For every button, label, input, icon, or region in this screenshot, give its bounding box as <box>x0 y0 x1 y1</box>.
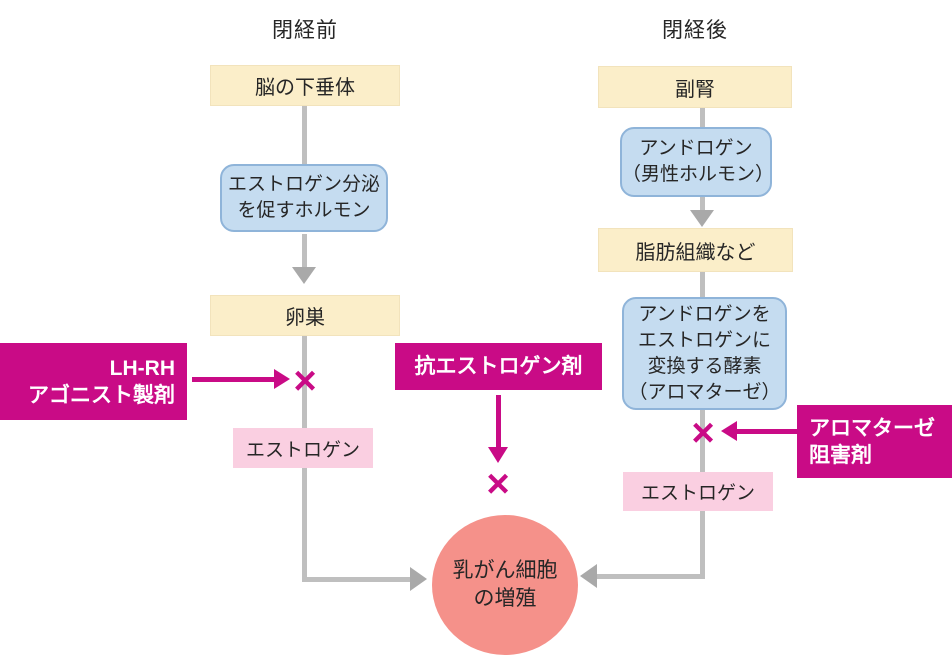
cancer-cell-circle: 乳がん細胞 の増殖 <box>432 515 578 655</box>
aromatase-box: アンドロゲンを エストロゲンに 変換する酵素 （アロマターゼ） <box>622 297 787 410</box>
flow-line-adipose-aromatase <box>700 272 705 297</box>
block-cross-left: × <box>293 359 317 403</box>
aromatase-line2: エストロゲンに <box>637 329 771 351</box>
block-cross-right: × <box>691 411 715 455</box>
flow-line-aromatase-estrogen <box>700 410 705 472</box>
anti-estrogen-box: 抗エストロゲン剤 <box>395 343 602 390</box>
stimulating-hormone-line2: を促すホルモン <box>237 200 371 221</box>
lhrh-arrow-line <box>192 377 274 382</box>
flow-line-right-to-circle <box>596 574 705 579</box>
arrow-left-icon <box>580 564 597 588</box>
anti-estrogen-label: 抗エストロゲン剤 <box>414 355 583 378</box>
ovary-label: 卵巣 <box>285 307 325 329</box>
anti-estrogen-arrow-line <box>496 395 501 447</box>
aromatase-inhibitor-line2: 阻害剤 <box>809 443 872 467</box>
flow-line-estrogen-down <box>302 468 307 582</box>
androgen-line2: （男性ホルモン） <box>622 164 775 185</box>
postmenopause-header: 閉経後 <box>662 19 728 42</box>
lhrh-agonist-line1: LH-RH <box>109 356 175 380</box>
adrenal-box: 副腎 <box>598 66 792 108</box>
cancer-cell-line2: の増殖 <box>473 587 537 610</box>
stimulating-hormone-line1: エストロゲン分泌 <box>227 174 380 195</box>
anti-estrogen-arrow-down-icon <box>488 447 508 463</box>
inhibitor-arrow-left-icon <box>721 421 737 441</box>
stimulating-hormone-box: エストロゲン分泌 を促すホルモン <box>220 164 388 232</box>
estrogen-left-label: エストロゲン <box>245 439 360 461</box>
flow-line-estrogen-right-down <box>700 511 705 579</box>
flow-line-hormone-ovary <box>302 234 307 268</box>
estrogen-left-box: エストロゲン <box>233 428 373 468</box>
arrow-right-icon <box>410 567 427 591</box>
arrow-down-icon <box>292 267 316 284</box>
arrow-down-icon <box>690 210 714 227</box>
aromatase-inhibitor-line1: アロマターゼ <box>809 416 935 440</box>
flow-line-adrenal-androgen <box>700 108 705 127</box>
adipose-label: 脂肪組織など <box>635 241 756 264</box>
flow-line-ovary-estrogen <box>302 336 307 428</box>
lhrh-arrow-right-icon <box>274 369 290 389</box>
lhrh-agonist-line2: アゴニスト製剤 <box>28 383 175 407</box>
androgen-line1: アンドロゲン <box>639 138 753 159</box>
aromatase-inhibitor-box: アロマターゼ 阻害剤 <box>797 405 952 478</box>
flow-line-androgen-adipose <box>700 197 705 210</box>
lhrh-agonist-box: LH-RH アゴニスト製剤 <box>0 343 187 420</box>
estrogen-right-box: エストロゲン <box>623 472 773 511</box>
cancer-cell-line1: 乳がん細胞 <box>452 559 558 582</box>
flow-line-left-to-circle <box>302 577 410 582</box>
adipose-box: 脂肪組織など <box>598 228 793 272</box>
ovary-box: 卵巣 <box>210 295 400 336</box>
flow-line-pituitary-hormone <box>302 106 307 166</box>
aromatase-line4: （アロマターゼ） <box>628 381 781 403</box>
block-cross-middle: × <box>486 462 510 506</box>
inhibitor-arrow-line <box>737 429 797 434</box>
aromatase-line1: アンドロゲンを <box>638 303 771 325</box>
adrenal-label: 副腎 <box>675 78 715 101</box>
premenopause-header: 閉経前 <box>272 19 338 42</box>
pituitary-box: 脳の下垂体 <box>210 65 400 106</box>
androgen-box: アンドロゲン （男性ホルモン） <box>620 127 775 197</box>
pituitary-label: 脳の下垂体 <box>255 77 355 99</box>
aromatase-line3: 変換する酵素 <box>647 355 762 377</box>
estrogen-right-label: エストロゲン <box>640 483 755 504</box>
